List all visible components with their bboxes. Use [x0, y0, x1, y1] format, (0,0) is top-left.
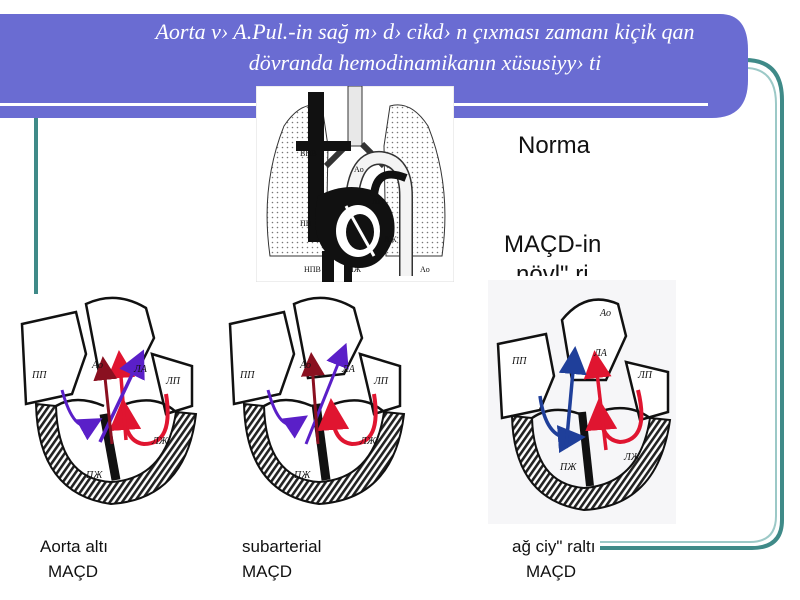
- label-ao: Ао: [91, 360, 103, 371]
- label-pjh: ПЖ: [85, 470, 103, 481]
- purple-arrow: [266, 389, 308, 439]
- subaortic-vsd-figure: ПП Ао ЛА ЛП ЛЖ ПЖ: [16, 294, 200, 522]
- label-pp: ПП: [511, 356, 527, 367]
- red-arrow-up: [583, 350, 612, 451]
- subarterial-vsd-figure: ПП Ао ЛА ЛП ЛЖ ПЖ: [224, 294, 408, 522]
- label-ljh: ЛЖ: [384, 235, 397, 244]
- vsd-types-label-line1: MAÇD-in: [504, 231, 602, 258]
- ventricle-wall: [34, 402, 198, 506]
- vsd-types-label: MAÇD-in növl" ri: [504, 230, 601, 276]
- ventricle-wall: [242, 402, 406, 506]
- label-vpv: ВПВ: [300, 149, 316, 158]
- label-lp: ЛП: [373, 376, 389, 387]
- darkred-arrow: [93, 356, 118, 445]
- red-arrow: [317, 393, 378, 447]
- caption-subpulmonary-line1: ağ ciy" raltı: [512, 537, 596, 556]
- caption-subaortic-line1: Aorta altı: [40, 537, 109, 556]
- caption-subpulmonary: ağ ciy" raltı MAÇD: [512, 534, 596, 584]
- label-pjh: ПЖ: [348, 265, 362, 274]
- slide-title-line1: Aorta v› A.Pul.-in sağ m› d› cikd› n çıx…: [155, 19, 695, 44]
- label-la: ЛА: [593, 348, 608, 359]
- purple-arrow: [60, 389, 103, 441]
- subarterial-vsd-illustration: ПП Ао ЛА ЛП ЛЖ ПЖ: [228, 296, 406, 506]
- caption-subarterial-line1: subarterial: [242, 537, 322, 556]
- caption-subaortic: Aorta altı MAÇD: [40, 534, 108, 584]
- caption-subpulmonary-line2: MAÇD: [526, 562, 577, 581]
- label-lp: ЛП: [637, 370, 653, 381]
- slide-title: Aorta v› A.Pul.-in sağ m› d› cikd› n çıx…: [60, 16, 790, 78]
- label-lp: ЛП: [372, 197, 383, 206]
- purple-arrow-up: [304, 342, 349, 445]
- label-pp: ПП: [300, 219, 312, 228]
- normal-heart-illustration: ВПВ Ao ЛП ПП ЛЖ НПВ ПЖ Ao: [255, 85, 455, 283]
- label-ao-top: Ao: [354, 165, 364, 174]
- slide-title-line2: dövranda hemodinamikanın xüsusiyy› ti: [248, 50, 602, 75]
- label-npv: НПВ: [304, 265, 321, 274]
- label-pjh: ПЖ: [559, 462, 577, 473]
- label-la: ЛА: [341, 364, 356, 375]
- blue-arrow-up: [558, 346, 587, 449]
- label-ao: Ао: [299, 360, 311, 371]
- norma-label: Norma: [518, 132, 591, 159]
- subpulmonary-vsd-illustration: Ао ЛА ПП ЛП ПЖ ЛЖ: [488, 280, 676, 524]
- ventricle-wall: [510, 414, 672, 512]
- caption-subarterial: subarterial MAÇD: [242, 534, 321, 584]
- label-lp: ЛП: [165, 376, 181, 387]
- label-ljh: ЛЖ: [359, 436, 377, 447]
- label-ljh: ЛЖ: [623, 452, 641, 463]
- darkred-arrow: [300, 352, 325, 445]
- label-ao-bottom: Ao: [420, 265, 430, 274]
- label-ljh: ЛЖ: [151, 436, 169, 447]
- label-pp: ПП: [239, 370, 255, 381]
- purple-arrow-up: [98, 349, 145, 443]
- caption-subaortic-line2: MAÇD: [48, 562, 99, 581]
- normal-heart-figure: ВПВ Ao ЛП ПП ЛЖ НПВ ПЖ Ao: [255, 85, 455, 283]
- caption-subarterial-line2: MAÇD: [242, 562, 293, 581]
- label-la: ЛА: [133, 364, 148, 375]
- vsd-types-label-line2: növl" ri: [516, 261, 589, 276]
- subpulmonary-vsd-figure: Ао ЛА ПП ЛП ПЖ ЛЖ: [488, 280, 676, 524]
- label-pp: ПП: [31, 370, 47, 381]
- subaortic-vsd-illustration: ПП Ао ЛА ЛП ЛЖ ПЖ: [20, 296, 198, 506]
- label-ao: Ао: [599, 308, 611, 319]
- label-pjh: ПЖ: [293, 470, 311, 481]
